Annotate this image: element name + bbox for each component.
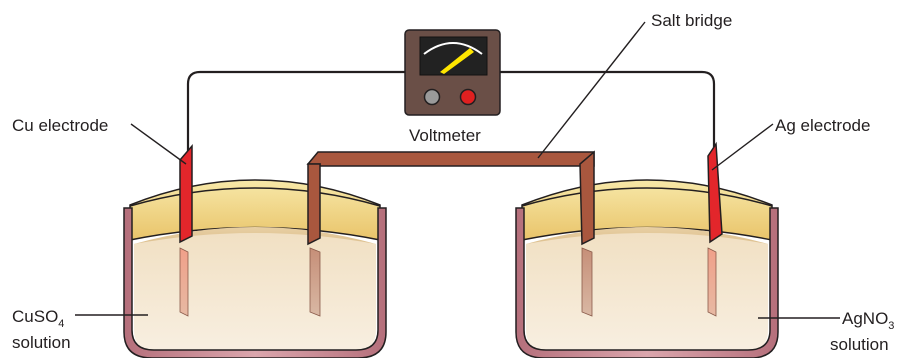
salt-bridge (306, 150, 595, 246)
left-beaker (123, 179, 387, 358)
voltmeter-dial-arc (423, 42, 483, 55)
voltmeter (404, 29, 501, 116)
cu-electrode (179, 143, 193, 244)
circuit-wire (186, 70, 716, 160)
agno3-formula: AgNO (842, 309, 888, 328)
cuso4-subscript: 4 (58, 318, 64, 330)
voltmeter-label: Voltmeter (409, 126, 481, 145)
cuso4-solution-label: solution (12, 333, 71, 352)
agno3-subscript: 3 (888, 320, 894, 332)
cuso4-label: CuSO4 (12, 307, 64, 330)
cuso4-formula: CuSO (12, 307, 58, 326)
submerged-parts (179, 247, 717, 317)
voltmeter-knob-negative (423, 88, 441, 106)
ag-electrode-label: Ag electrode (775, 116, 870, 135)
right-beaker (515, 179, 779, 358)
voltmeter-needle (440, 48, 474, 74)
salt-bridge-label: Salt bridge (651, 11, 732, 30)
agno3-solution-label: solution (830, 335, 889, 354)
cu-electrode-label: Cu electrode (12, 116, 108, 135)
leader-lines (75, 21, 840, 319)
ag-electrode (707, 141, 723, 244)
voltmeter-knob-positive (459, 88, 477, 106)
agno3-label: AgNO3 (842, 309, 894, 332)
